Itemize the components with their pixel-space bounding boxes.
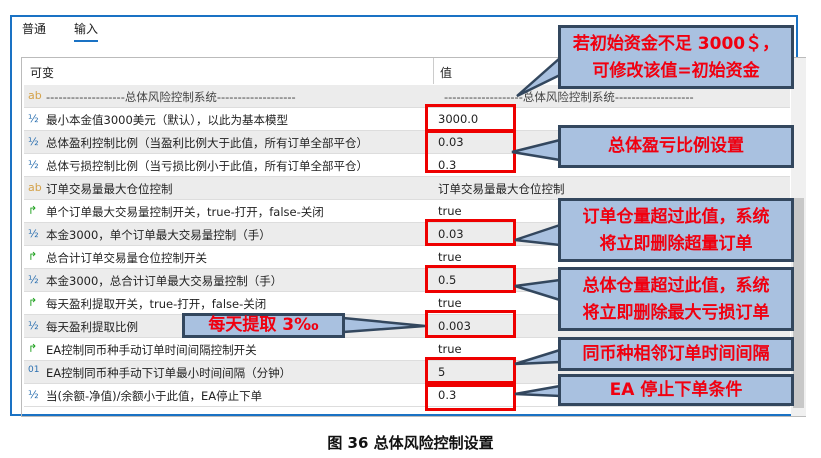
header-variable[interactable]: 可变 [30,66,55,80]
table-header: 可变 值 [22,58,790,84]
row-value[interactable]: 0.03 [438,135,464,149]
callout-interval: 同币种相邻订单时间间隔 [558,337,794,371]
row-name: 本金3000，总合计订单最大交易量控制（手） [46,274,283,288]
header-value[interactable]: 值 [440,66,453,80]
callout-text: 订单仓量超过此值，系统 [582,207,770,227]
callout-total-lot: 总体仓量超过此值，系统 将立即删除最大亏损订单 [558,267,794,331]
table-row[interactable]: ½ 总体亏损控制比例（当亏损比例小于此值，所有订单全部平仓） 0.3 [24,154,790,177]
half-type-icon: ½ [28,158,39,171]
bool-type-icon: ↱ [28,250,38,263]
callout-text: 可修改该值=初始资金 [592,61,760,81]
row-value[interactable]: true [438,296,462,310]
row-name: 每天盈利提取开关，true-打开，false-关闭 [46,297,267,311]
row-name: 本金3000，单个订单最大交易量控制（手） [46,228,271,242]
row-value[interactable]: true [438,250,462,264]
row-name: 单个订单最大交易量控制开关，true-打开，false-关闭 [46,205,324,219]
half-type-icon: ½ [28,135,39,148]
row-name: 总合计订单交易量仓位控制开关 [46,251,207,265]
table-row[interactable]: ↱ 总合计订单交易量仓位控制开关 true [24,246,790,269]
bool-type-icon: ↱ [28,296,38,309]
row-name: -------------------总体风险控制系统-------------… [46,90,296,104]
row-value[interactable]: 0.03 [438,227,464,241]
row-name: 总体亏损控制比例（当亏损比例小于此值，所有订单全部平仓） [46,159,368,173]
row-name: EA控制同币种手动订单时间间隔控制开关 [46,343,257,357]
table-row[interactable]: ab -------------------总体风险控制系统-----------… [24,85,790,108]
row-value[interactable]: -------------------总体风险控制系统-------------… [444,90,694,104]
callout-min-capital: 若初始资金不足 3000＄， 可修改该值=初始资金 [558,25,794,89]
callout-daily-ratio: 每天提取 3‰ [182,313,345,338]
row-value[interactable]: 订单交易量最大仓位控制 [438,182,565,196]
callout-text: 将立即删除超量订单 [599,234,753,254]
highlight-total-lot [425,265,516,293]
table-row[interactable]: ½ 最小本金值3000美元（默认），以此为基本模型 3000.0 [24,108,790,131]
table-row[interactable]: ↱ 单个订单最大交易量控制开关，true-打开，false-关闭 true [24,200,790,223]
table-row[interactable]: ↱ 每天盈利提取开关，true-打开，false-关闭 true [24,292,790,315]
row-name: 最小本金值3000美元（默认），以此为基本模型 [46,113,289,127]
row-value[interactable]: true [438,204,462,218]
callout-stop-condition: EA 停止下单条件 [558,374,794,406]
callout-text: 将立即删除最大亏损订单 [582,303,770,323]
callout-profit-loss: 总体盈亏比例设置 [558,125,794,168]
half-type-icon: ½ [28,112,39,125]
half-type-icon: ½ [28,273,39,286]
row-value[interactable]: true [438,342,462,356]
highlight-interval [425,357,516,384]
callout-text: 若初始资金不足 3000＄， [572,34,780,54]
bool-type-icon: ↱ [28,204,38,217]
half-type-icon: ½ [28,319,39,332]
row-value[interactable]: 3000.0 [438,112,479,126]
table-row[interactable]: ↱ EA控制同币种手动订单时间间隔控制开关 true [24,338,790,361]
tab-general[interactable]: 普通 [22,22,47,36]
half-type-icon: ½ [28,227,39,240]
scrollbar-thumb[interactable] [793,198,804,408]
row-name: 当(余额-净值)/余额小于此值，EA停止下单 [46,389,263,403]
scrollbar[interactable] [791,58,806,416]
row-value[interactable]: 5 [438,365,446,379]
callout-text: 总体仓量超过此值，系统 [582,276,770,296]
highlight-daily-ratio [425,310,516,338]
ab-type-icon: ab [28,89,42,102]
table-row[interactable]: ½ 当(余额-净值)/余额小于此值，EA停止下单 0.3 [24,384,790,407]
int-type-icon: 01 [28,365,40,375]
table-row[interactable]: ab 订单交易量最大仓位控制 订单交易量最大仓位控制 [24,177,790,200]
row-value[interactable]: 0.5 [438,273,457,287]
row-name: 总体盈利控制比例（当盈利比例大于此值，所有订单全部平仓） [46,136,368,150]
row-value[interactable]: 0.3 [438,388,457,402]
tab-inputs[interactable]: 输入 [74,22,99,42]
half-type-icon: ½ [28,388,39,401]
highlight-stop-condition [425,384,516,411]
row-value[interactable]: 0.003 [438,319,471,333]
row-value[interactable]: 0.3 [438,158,457,172]
callout-single-lot: 订单仓量超过此值，系统 将立即删除超量订单 [558,198,794,262]
highlight-single-lot [425,219,516,246]
row-name: 每天盈利提取比例 [46,320,138,334]
bool-type-icon: ↱ [28,342,38,355]
row-name: 订单交易量最大仓位控制 [46,182,173,196]
ab-type-icon: ab [28,181,42,194]
row-name: EA控制同币种手动下订单最小时间间隔（分钟） [46,366,292,380]
figure-caption: 图 36 总体风险控制设置 [327,434,494,452]
